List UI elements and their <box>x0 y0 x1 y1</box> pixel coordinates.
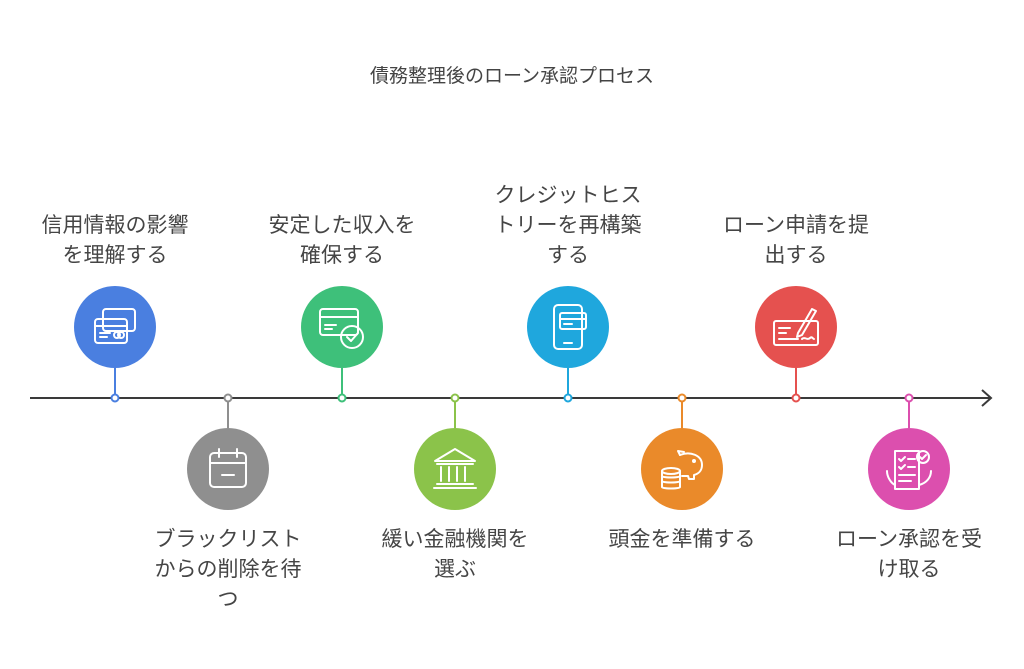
step-5-label: クレジットヒス トリーを再構築 する <box>494 183 642 267</box>
bank-icon <box>433 448 477 489</box>
step-8-circle <box>868 428 950 510</box>
step-5-circle <box>527 286 609 368</box>
approved-document-icon <box>886 450 932 490</box>
step-2-circle <box>187 428 269 510</box>
timeline-node-2 <box>223 393 233 403</box>
check-signing-icon <box>773 308 819 346</box>
step-4-label: 緩い金融機関を 選ぶ <box>381 527 529 581</box>
timeline-node-6 <box>677 393 687 403</box>
step-6-label: 頭金を準備する <box>608 527 756 551</box>
phone-card-icon <box>553 304 587 350</box>
piggy-bank-icon <box>661 450 703 490</box>
calendar-icon <box>209 448 247 488</box>
step-1-circle <box>74 286 156 368</box>
timeline-node-8 <box>904 393 914 403</box>
timeline-node-7 <box>791 393 801 403</box>
step-7-label: ローン申請を提 出する <box>723 213 869 267</box>
timeline-node-4 <box>450 393 460 403</box>
step-2-label: ブラックリスト からの削除を待 つ <box>154 527 302 611</box>
card-check-icon <box>319 308 364 349</box>
timeline-node-5 <box>563 393 573 403</box>
step-3-label: 安定した収入を 確保する <box>268 213 416 267</box>
step-7-circle <box>755 286 837 368</box>
credit-cards-icon <box>94 308 136 344</box>
timeline-arrowhead <box>981 389 993 407</box>
timeline-node-1 <box>110 393 120 403</box>
step-4-circle <box>414 428 496 510</box>
step-1-label: 信用情報の影響 を理解する <box>41 213 189 267</box>
diagram-title: 債務整理後のローン承認プロセス <box>369 65 655 87</box>
timeline-node-3 <box>337 393 347 403</box>
step-3-circle <box>301 286 383 368</box>
step-6-circle <box>641 428 723 510</box>
step-8-label: ローン承認を受 け取る <box>836 527 982 581</box>
